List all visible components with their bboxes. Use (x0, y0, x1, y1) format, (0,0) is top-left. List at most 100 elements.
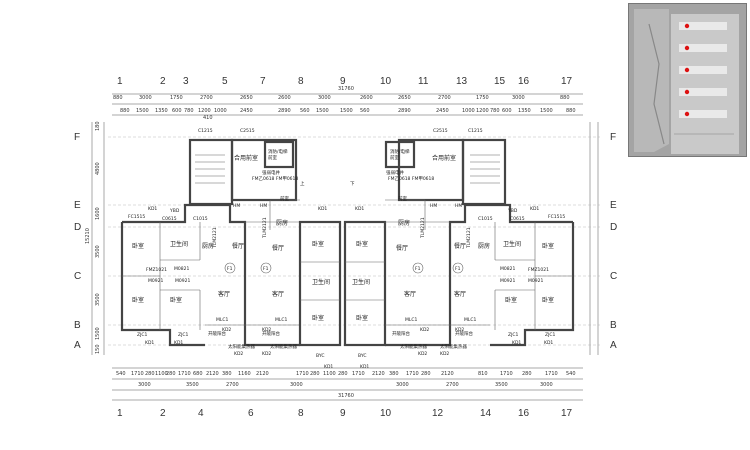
dim-top-2: 1500 (540, 108, 553, 114)
code-label: KD1 (148, 206, 157, 212)
dim-bottom-1: 1710 (296, 371, 309, 377)
grid-col-top-3: 3 (183, 76, 189, 87)
code-label: KD1 (544, 340, 553, 346)
dim-top-2: 2890 (398, 108, 411, 114)
code-label: KD1 (174, 340, 183, 346)
room-label: 卧室 (312, 240, 324, 248)
dim-bottom-2: 2700 (226, 382, 239, 388)
room-label: 客厅 (454, 290, 466, 298)
code-label: KD2 (418, 351, 427, 357)
room-label: 厨房 (202, 242, 214, 250)
grid-col-top-8: 8 (298, 76, 304, 87)
dim-bottom-1: 1100 (155, 371, 168, 377)
room-label: 卧室 (312, 314, 324, 322)
dim-top-2: 600 (502, 108, 512, 114)
total-width-bottom: 31760 (338, 393, 354, 399)
code-label: MLC1 (405, 317, 418, 323)
dim-top-1: 2700 (200, 95, 213, 101)
dim-bottom-1: 380 (389, 371, 399, 377)
grid-col-top-5: 5 (222, 76, 228, 87)
f1-marker (452, 262, 464, 274)
code-label: C1015 (193, 216, 208, 222)
code-label: 太阳能集热器 (440, 343, 467, 350)
dim-top-2: 2890 (278, 108, 291, 114)
dim-top-2: 1500 (316, 108, 329, 114)
code-label: YBD (169, 208, 180, 214)
code-label: ZJC1 (137, 332, 148, 338)
dim-bottom-1: 2120 (256, 371, 269, 377)
code-label: FMZ1021 (528, 267, 549, 273)
room-label: 卫生间 (503, 240, 521, 248)
grid-col-bottom-4: 4 (198, 408, 204, 419)
dim-top-2: 780 (184, 108, 194, 114)
dimensions-bottom: 540 1710 280 1100 280 1710 680 2120 380 … (112, 367, 583, 401)
code-label: TLM2121 (212, 227, 218, 249)
code-label: KD2 (420, 327, 429, 333)
code-label: MLC1 (216, 317, 229, 323)
code-label: KD2 (234, 351, 243, 357)
grid-col-top-2: 2 (160, 76, 166, 87)
dim-top-1: 1750 (170, 95, 183, 101)
dim-top-2: 1350 (518, 108, 531, 114)
code-label: C1215 (468, 128, 483, 134)
grid-col-top-9: 9 (340, 76, 346, 87)
grid-col-top-1: 1 (117, 76, 123, 87)
dim-left: 3500 (95, 293, 101, 306)
dim-bottom-2: 3000 (290, 382, 303, 388)
room-label: 消防/电梯 (268, 148, 288, 155)
stair-left (195, 154, 225, 184)
grid-col-bottom-6: 6 (248, 408, 254, 419)
grid-row-left-B: B (74, 320, 81, 331)
grid-col-bottom-14: 14 (480, 408, 492, 419)
room-label: 厨房 (478, 242, 490, 250)
dim-top-2: 1500 (136, 108, 149, 114)
dim-bottom-1: 540 (566, 371, 576, 377)
room-label: 卧室 (132, 242, 144, 250)
dim-top-2: 1500 (340, 108, 353, 114)
grid-col-bottom-9: 9 (340, 408, 346, 419)
grid-row-left-D: D (74, 222, 81, 233)
f1-marker (224, 262, 236, 274)
dim-top-2: 2450 (436, 108, 449, 114)
room-label: 前室 (390, 154, 399, 161)
dim-top-2: 780 (490, 108, 500, 114)
grid-axis-left: F E D C B A 180 4800 1600 3500 3500 1500… (74, 121, 105, 355)
room-label: 卧室 (170, 296, 182, 304)
right-unit: 卧室 卫生间 厨房 餐厅 卧室 卧室 客厅 客厅 厨房 餐厅 合用前室 消防/电… (384, 128, 575, 357)
code-label: KD2 (262, 327, 271, 333)
room-label: 卫生间 (312, 278, 330, 286)
code-label: BYC (358, 353, 367, 359)
code-label: C0615 (162, 216, 177, 222)
room-label: 餐厅 (396, 244, 408, 252)
code-label: 太阳能集热器 (400, 343, 427, 350)
room-label: 卧室 (542, 296, 554, 304)
middle-unit: 卧室 卧室 卫生间 卫生间 卧室 卧室 BYC 下 KD1 KD1 KD1 KD… (298, 181, 387, 370)
stair-right (470, 154, 500, 184)
axis-lines (108, 136, 600, 346)
room-label: 卧室 (356, 240, 368, 248)
code-label: M0821 (174, 266, 189, 272)
room-label: 开敞阳台 (208, 330, 226, 337)
code-label: F1 (263, 266, 269, 272)
dim-bottom-1: 1710 (406, 371, 419, 377)
grid-col-bottom-1: 1 (117, 408, 123, 419)
dim-bottom-2: 3000 (396, 382, 409, 388)
dim-top-2: 600 (172, 108, 182, 114)
code-label: C0615 (510, 216, 525, 222)
grid-row-left-E: E (74, 200, 81, 211)
dim-top-1: 2600 (360, 95, 373, 101)
code-label: HM (233, 203, 240, 209)
code-label: KD2 (455, 327, 464, 333)
dim-bottom-1: 2120 (372, 371, 385, 377)
dim-bottom-1: 280 (145, 371, 155, 377)
code-label: YBD (507, 208, 518, 214)
dim-bottom-2: 3500 (495, 382, 508, 388)
grid-col-bottom-12: 12 (432, 408, 444, 419)
code-label: KD2 (440, 351, 449, 357)
room-label: 餐厅 (232, 242, 244, 250)
grid-col-bottom-16: 16 (518, 408, 530, 419)
dim-bottom-1: 1100 (323, 371, 336, 377)
code-label: ZJC1 (508, 332, 519, 338)
room-label: 客厅 (218, 290, 230, 298)
